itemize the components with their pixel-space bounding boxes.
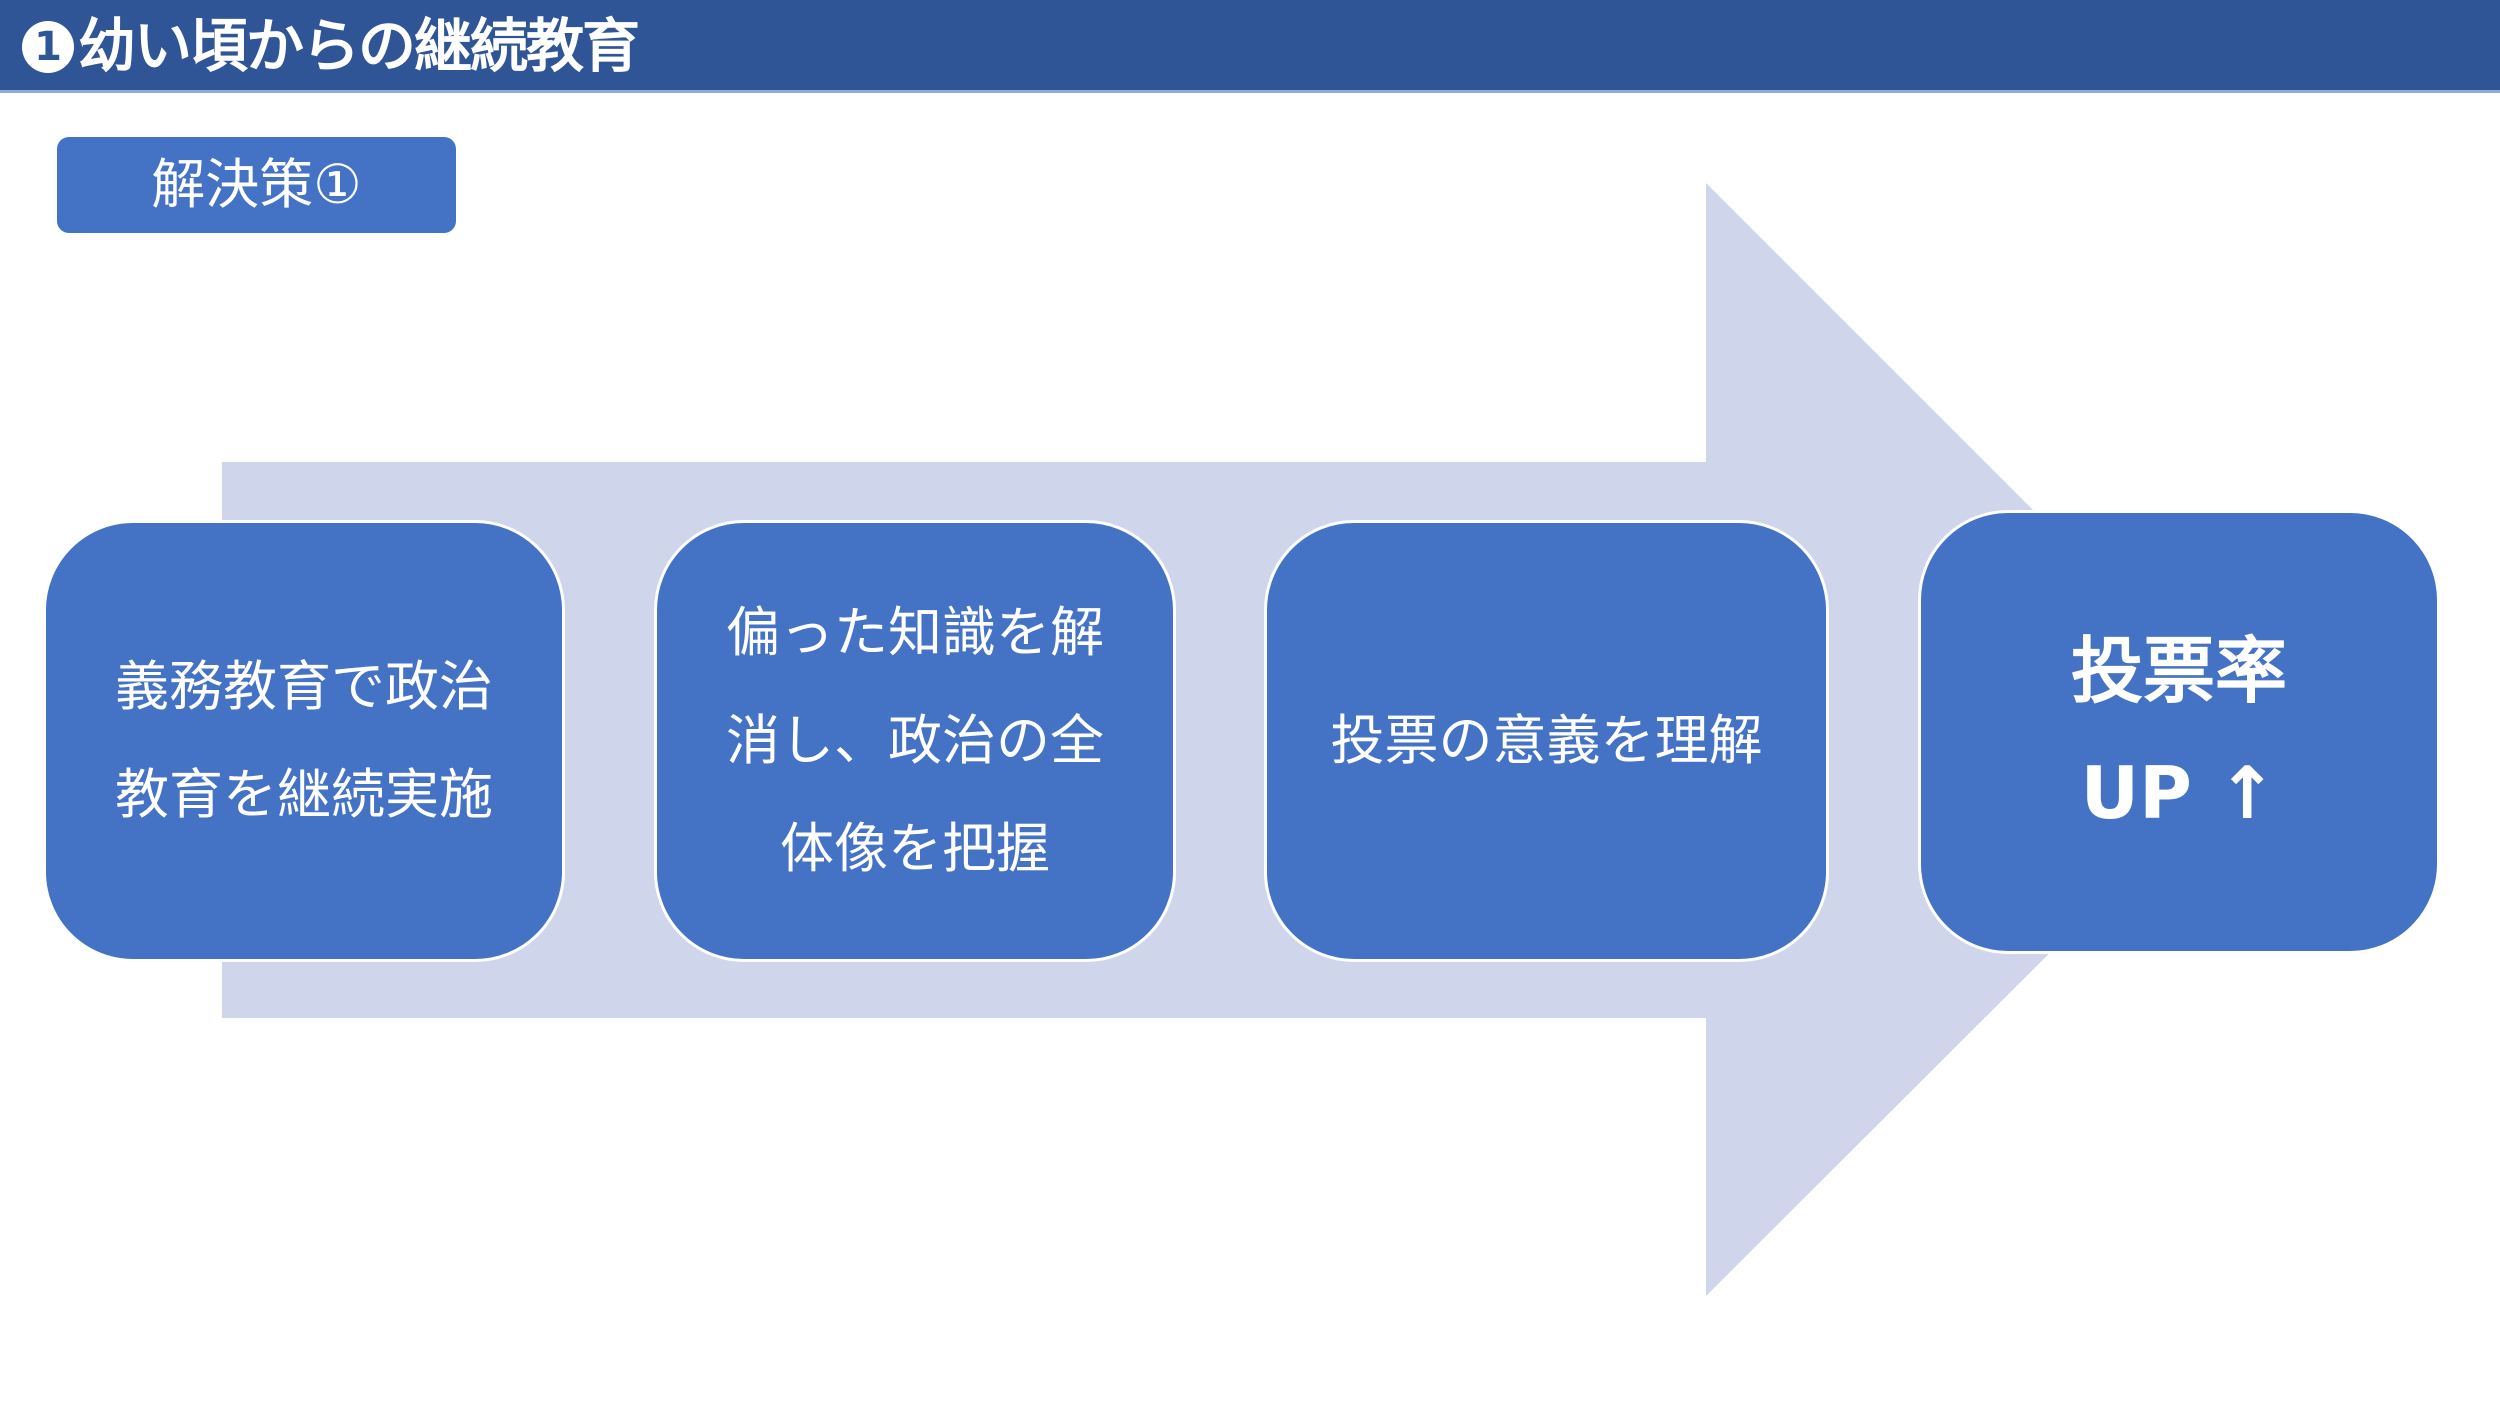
result-line-1: 投票率: [2070, 629, 2287, 713]
step-text-3: 投票の意義を理解: [1330, 709, 1763, 772]
result-box: 投票率 UP ↑: [1918, 510, 2440, 954]
step-text-2: 偏った知識を解 消し、政治の全 体像を把握: [726, 601, 1104, 880]
solution-label: 解決策①: [57, 137, 456, 233]
step-box-1: 義務教育で政治 教育を継続実施: [43, 520, 565, 962]
number-badge-icon: 1: [22, 21, 74, 73]
step-box-3: 投票の意義を理解: [1264, 520, 1829, 962]
step-text-1: 義務教育で政治 教育を継続実施: [115, 655, 493, 826]
step-box-2: 偏った知識を解 消し、政治の全 体像を把握: [654, 520, 1176, 962]
slide-title-text: 幼い頃からの継続教育: [78, 12, 640, 80]
result-line-2: UP ↑: [2080, 751, 2278, 835]
